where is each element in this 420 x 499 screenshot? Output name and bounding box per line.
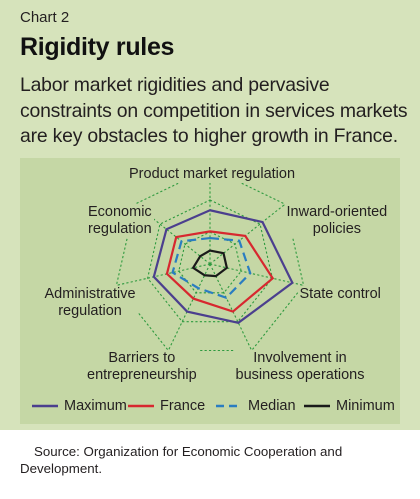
axis-label-line: Administrative — [44, 286, 136, 302]
axis-label-line: Barriers to — [108, 350, 176, 366]
axis-label-line: business operations — [235, 367, 365, 383]
axis-label-line: entrepreneurship — [87, 367, 197, 383]
legend-swatch — [216, 404, 242, 408]
grid-spoke-5 — [167, 263, 211, 351]
axis-label-line: regulation — [88, 221, 152, 237]
legend-item-minimum: Minimum — [304, 398, 395, 414]
legend-label: France — [160, 398, 206, 414]
axis-label-line: Inward-oriented — [286, 204, 388, 220]
axis-label-3: State control — [297, 286, 383, 303]
axis-label-line: Product market regulation — [129, 166, 296, 182]
grid-spoke-4 — [209, 263, 253, 351]
legend-item-median: Median — [216, 398, 296, 414]
grid-spoke-2 — [209, 203, 286, 265]
grid-spoke-3 — [209, 263, 304, 286]
source-note: Source: Organization for Economic Cooper… — [20, 444, 343, 476]
axis-label-line: Involvement in — [253, 350, 347, 366]
legend-swatch — [304, 404, 330, 408]
grid-ring-2 — [147, 199, 273, 323]
axis-label-line: policies — [312, 221, 362, 237]
legend-item-france: France — [128, 398, 205, 414]
legend-swatch — [128, 404, 154, 408]
grid-spoke-6 — [116, 263, 211, 286]
axis-label-line: regulation — [58, 303, 122, 319]
axis-label-1: Product market regulation — [127, 166, 298, 183]
chart-subtitle: Labor market rigidities and pervasive co… — [20, 74, 408, 147]
legend-swatch — [32, 404, 58, 408]
legend-label: Maximum — [64, 398, 127, 414]
axis-label-line: State control — [299, 286, 381, 302]
legend-item-maximum: Maximum — [32, 398, 127, 414]
series-france — [165, 230, 275, 313]
legend: Maximum France Median Minimum — [32, 398, 395, 418]
chart-title: Rigidity rules — [20, 33, 175, 61]
series-maximum — [152, 209, 294, 324]
series-median — [171, 236, 252, 299]
axis-label-line: Economic — [88, 204, 152, 220]
chart-panel: Chart 2 Rigidity rules Labor market rigi… — [0, 0, 420, 430]
chart-number: Chart 2 — [20, 9, 70, 26]
series-minimum — [191, 249, 229, 278]
legend-label: Median — [248, 398, 296, 414]
legend-label: Minimum — [336, 398, 395, 414]
